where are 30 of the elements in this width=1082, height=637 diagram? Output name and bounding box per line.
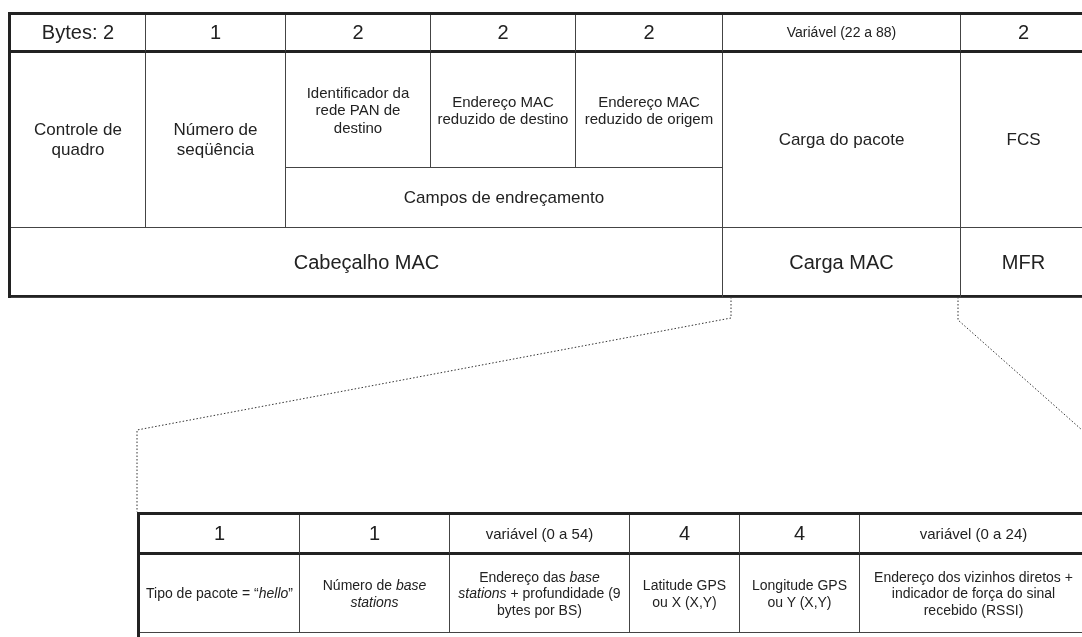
byte-count-cell: variável (0 a 54) — [450, 515, 630, 555]
field-name-cell: Endereço das base stations + profundidade (9 bytes por BS) — [450, 555, 630, 633]
byte-count-cell: 2 — [286, 15, 431, 53]
frame-part-cell: MFR — [961, 228, 1082, 298]
byte-count-cell: 1 — [140, 515, 300, 555]
frame-part-cell: Carga MAC — [723, 228, 961, 298]
field-name-cell: Carga do pacote — [723, 53, 961, 228]
frame-part-cell: Cabeçalho MAC — [11, 228, 723, 298]
field-name-cell: Endereço dos vizinhos diretos + indicador de força do sinal recebido (RSSI) — [860, 555, 1082, 633]
group-name-cell: Campos de endreçamento — [286, 168, 723, 228]
field-name-cell: Endereço MAC reduzido de destino — [431, 53, 576, 168]
byte-count-cell: 2 — [961, 15, 1082, 53]
field-name-cell: FCS — [961, 53, 1082, 228]
byte-count-cell: 4 — [740, 515, 860, 555]
field-name-cell: Tipo de pacote = “hello” — [140, 555, 300, 633]
byte-count-cell: 4 — [630, 515, 740, 555]
byte-count-cell: 1 — [146, 15, 286, 53]
byte-count-cell: Bytes: 2 — [11, 15, 146, 53]
byte-count-cell: variável (0 a 24) — [860, 515, 1082, 555]
byte-count-cell: 2 — [576, 15, 723, 53]
field-name-cell: Número de base stations — [300, 555, 450, 633]
field-name-cell: Latitude GPS ou X (X,Y) — [630, 555, 740, 633]
field-name-cell: Controle de quadro — [11, 53, 146, 228]
field-name-cell: Endereço MAC reduzido de origem — [576, 53, 723, 168]
byte-count-cell: Variável (22 a 88) — [723, 15, 961, 53]
byte-count-cell: 2 — [431, 15, 576, 53]
field-name-cell: Identificador da rede PAN de destino — [286, 53, 431, 168]
field-name-cell: Número de seqüência — [146, 53, 286, 228]
field-name-cell: Longitude GPS ou Y (X,Y) — [740, 555, 860, 633]
byte-count-cell: 1 — [300, 515, 450, 555]
